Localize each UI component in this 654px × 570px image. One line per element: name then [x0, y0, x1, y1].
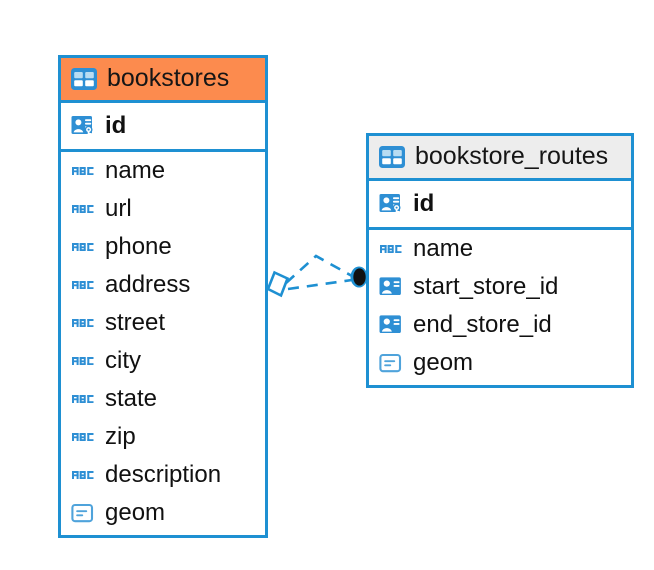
entity-title-bookstores: bookstores	[107, 64, 230, 92]
entity-key-section-bookstores: id	[61, 103, 265, 152]
field-label-name: name	[105, 157, 166, 184]
text-type-icon	[72, 281, 94, 289]
field-row-id[interactable]: id	[61, 103, 265, 149]
entity-table-bookstore-routes[interactable]: bookstore_routes	[366, 133, 634, 388]
filled-circle-marker-icon	[350, 266, 368, 288]
field-label-geom: geom	[413, 349, 474, 376]
text-type-icon	[72, 357, 94, 365]
entity-header-bookstores[interactable]: bookstores	[61, 58, 265, 103]
entity-field-section-bookstores: name url	[61, 152, 265, 535]
entity-field-section-bookstore-routes: name start_store_id	[369, 230, 631, 385]
field-label-description: description	[105, 461, 222, 488]
field-row-start-store-id[interactable]: start_store_id	[369, 268, 631, 306]
field-label-geom: geom	[105, 499, 166, 526]
field-label-city: city	[105, 347, 141, 374]
rhombus-open-marker-icon	[266, 270, 290, 298]
geometry-type-icon	[71, 503, 94, 523]
field-row-name[interactable]: name	[61, 152, 265, 190]
field-row-street[interactable]: street	[61, 304, 265, 342]
field-label-zip: zip	[105, 423, 136, 450]
entity-key-section-bookstore-routes: id	[369, 181, 631, 230]
primary-key-icon	[379, 194, 401, 216]
field-label-id: id	[105, 112, 127, 139]
primary-key-icon	[71, 116, 93, 138]
field-row-phone[interactable]: phone	[61, 228, 265, 266]
field-row-id[interactable]: id	[369, 181, 631, 227]
field-row-geom[interactable]: geom	[61, 494, 265, 532]
text-type-icon	[380, 245, 402, 253]
entity-table-bookstores[interactable]: bookstores	[58, 55, 268, 538]
relationship-line-end-store[interactable]	[287, 278, 353, 291]
field-row-geom[interactable]: geom	[369, 344, 631, 382]
text-type-icon	[72, 433, 94, 441]
field-row-url[interactable]: url	[61, 190, 265, 228]
relationship-line-start-store[interactable]	[285, 254, 353, 284]
entity-header-bookstore-routes[interactable]: bookstore_routes	[369, 136, 631, 181]
field-label-address: address	[105, 271, 191, 298]
field-label-street: street	[105, 309, 166, 336]
field-label-state: state	[105, 385, 158, 412]
foreign-key-icon	[379, 277, 401, 295]
field-row-state[interactable]: state	[61, 380, 265, 418]
table-icon	[71, 67, 97, 90]
table-icon	[379, 145, 405, 168]
field-row-description[interactable]: description	[61, 456, 265, 494]
field-row-city[interactable]: city	[61, 342, 265, 380]
text-type-icon	[72, 395, 94, 403]
field-label-start-store-id: start_store_id	[413, 273, 559, 300]
field-label-url: url	[105, 195, 132, 222]
text-type-icon	[72, 243, 94, 251]
entity-title-bookstore-routes: bookstore_routes	[415, 142, 609, 170]
field-label-end-store-id: end_store_id	[413, 311, 552, 338]
text-type-icon	[72, 471, 94, 479]
field-row-zip[interactable]: zip	[61, 418, 265, 456]
field-label-name: name	[413, 235, 474, 262]
field-row-address[interactable]: address	[61, 266, 265, 304]
field-row-end-store-id[interactable]: end_store_id	[369, 306, 631, 344]
field-row-name[interactable]: name	[369, 230, 631, 268]
text-type-icon	[72, 205, 94, 213]
field-label-phone: phone	[105, 233, 172, 260]
field-label-id: id	[413, 190, 435, 217]
text-type-icon	[72, 319, 94, 327]
text-type-icon	[72, 167, 94, 175]
foreign-key-icon	[379, 315, 401, 333]
geometry-type-icon	[379, 353, 402, 373]
